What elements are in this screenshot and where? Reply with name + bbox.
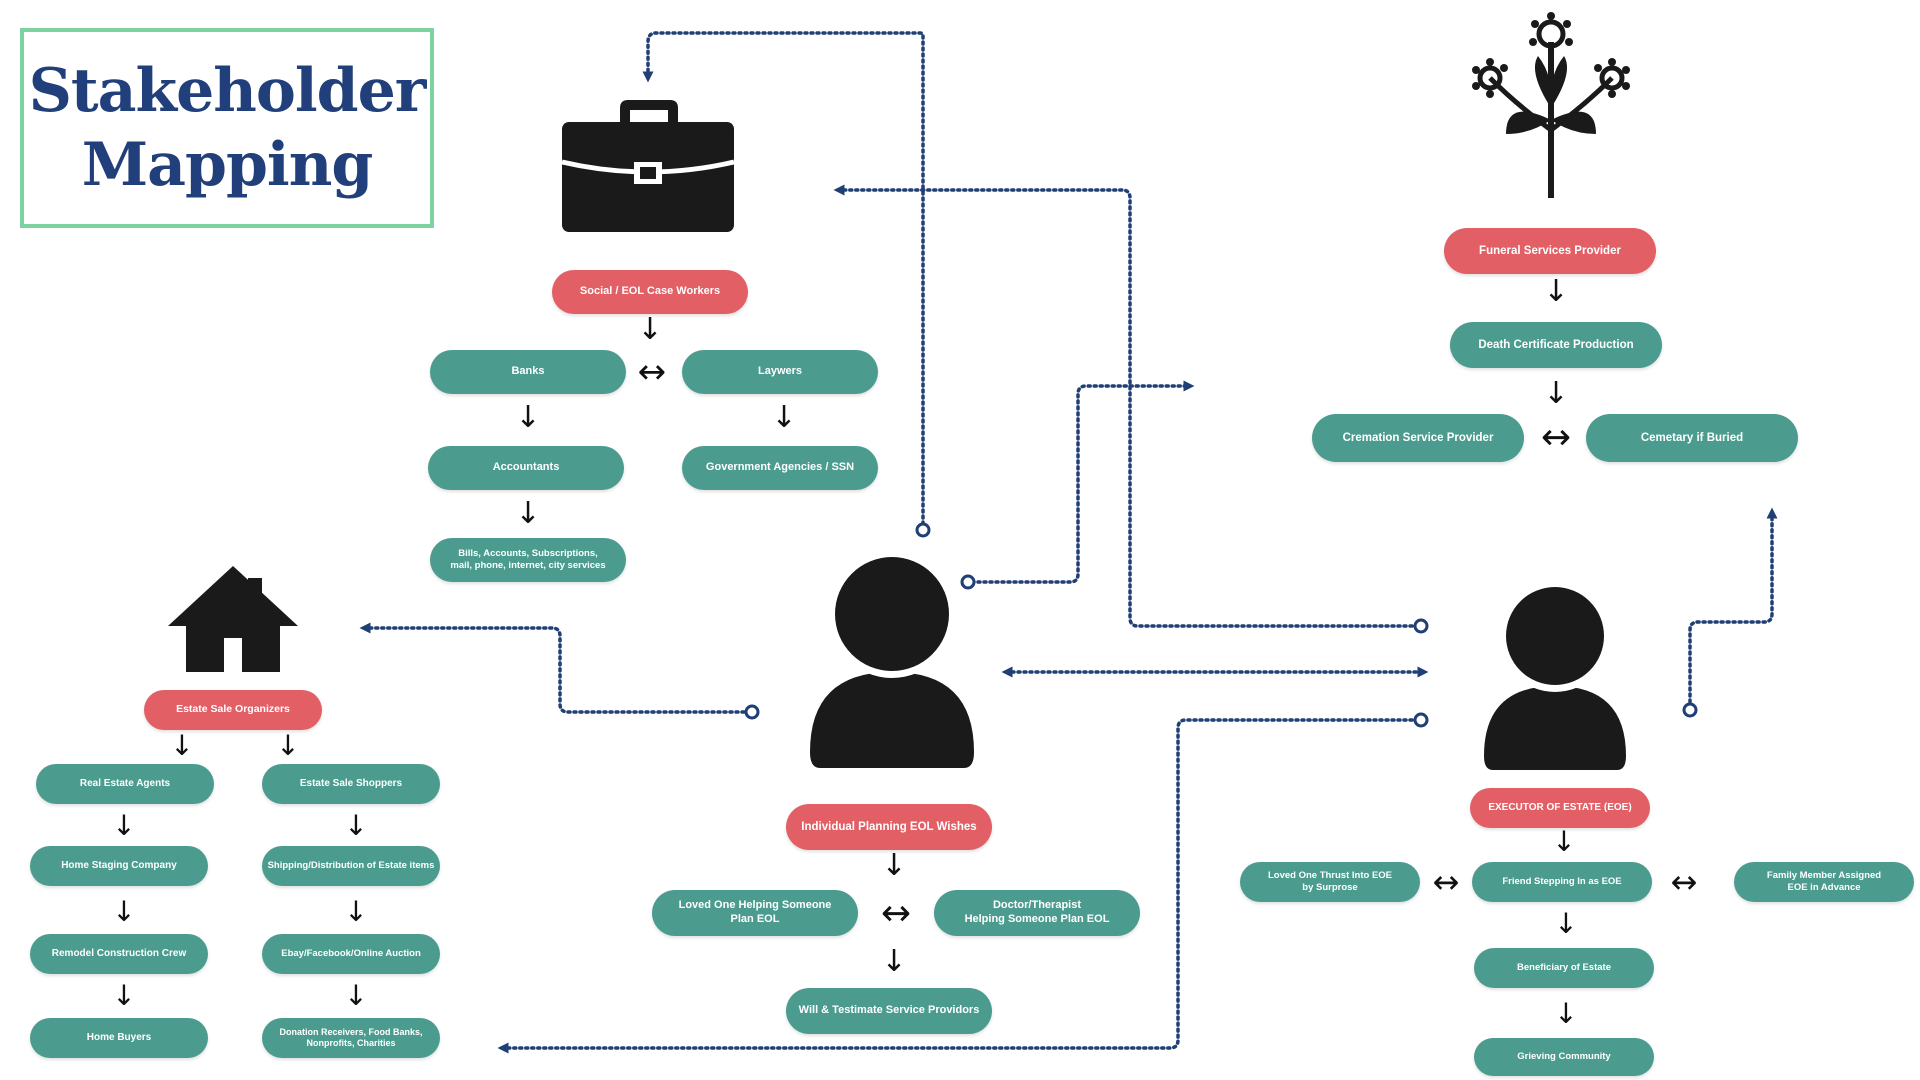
down-arrow-icon: ↓ xyxy=(344,809,368,842)
down-arrow-icon: ↓ xyxy=(637,312,663,347)
node-bills-accounts: Bills, Accounts, Subscriptions, mail, ph… xyxy=(430,538,626,582)
down-arrow-icon: ↓ xyxy=(1554,997,1578,1030)
node-banks: Banks xyxy=(430,350,626,394)
node-cemetery: Cemetary if Buried xyxy=(1586,414,1798,462)
node-beneficiary: Beneficiary of Estate xyxy=(1474,948,1654,988)
down-arrow-icon: ↓ xyxy=(881,848,907,883)
down-arrow-icon: ↓ xyxy=(1543,274,1569,309)
node-government-agencies: Government Agencies / SSN xyxy=(682,446,878,490)
node-real-estate-agents: Real Estate Agents xyxy=(36,764,214,804)
briefcase-icon xyxy=(561,100,735,232)
bidirectional-arrow-icon: ↔ xyxy=(880,893,912,934)
connector-origin xyxy=(744,704,760,720)
down-arrow-icon: ↓ xyxy=(771,400,797,435)
down-arrow-icon: ↓ xyxy=(515,496,541,531)
person-icon xyxy=(810,556,974,768)
node-grieving-community: Grieving Community xyxy=(1474,1038,1654,1076)
down-arrow-icon: ↓ xyxy=(276,729,300,762)
node-death-certificate: Death Certificate Production xyxy=(1450,322,1662,368)
connector-person1-to-funeral xyxy=(964,380,1195,584)
connector-origin xyxy=(1682,702,1698,718)
connector-executor-to-funeral xyxy=(1688,507,1778,710)
bidirectional-arrow-icon: ↔ xyxy=(637,352,667,392)
down-arrow-icon: ↓ xyxy=(112,979,136,1012)
node-doctor-therapist: Doctor/Therapist Helping Someone Plan EO… xyxy=(934,890,1140,936)
down-arrow-icon: ↓ xyxy=(170,729,194,762)
flower-icon xyxy=(1472,12,1630,198)
down-arrow-icon: ↓ xyxy=(1543,376,1569,411)
down-arrow-icon: ↓ xyxy=(344,895,368,928)
connector-origin xyxy=(1413,712,1429,728)
bidirectional-arrow-icon: ↔ xyxy=(1540,417,1572,458)
node-family-member-assigned: Family Member Assigned EOE in Advance xyxy=(1734,862,1914,902)
node-executor-of-estate: EXECUTOR OF ESTATE (EOE) xyxy=(1470,788,1650,828)
node-will-testimate: Will & Testimate Service Providors xyxy=(786,988,992,1034)
node-shipping-distribution: Shipping/Distribution of Estate items xyxy=(262,846,440,886)
down-arrow-icon: ↓ xyxy=(344,979,368,1012)
page-title-line-2: Mapping xyxy=(81,130,374,200)
down-arrow-icon: ↓ xyxy=(1554,907,1578,940)
connector-origin xyxy=(915,522,931,538)
node-home-buyers: Home Buyers xyxy=(30,1018,208,1058)
bidirectional-arrow-icon: ↔ xyxy=(1670,863,1698,901)
person-icon xyxy=(1484,586,1626,770)
node-estate-sale-shoppers: Estate Sale Shoppers xyxy=(262,764,440,804)
node-home-staging: Home Staging Company xyxy=(30,846,208,886)
down-arrow-icon: ↓ xyxy=(112,895,136,928)
down-arrow-icon: ↓ xyxy=(881,944,907,979)
house-icon xyxy=(168,566,298,672)
connector-person1-to-house xyxy=(359,622,752,714)
down-arrow-icon: ↓ xyxy=(112,809,136,842)
down-arrow-icon: ↓ xyxy=(1552,825,1576,858)
connector-person1-to-briefcase xyxy=(642,31,925,532)
node-estate-sale-organizers: Estate Sale Organizers xyxy=(144,690,322,730)
connector-origin xyxy=(960,574,976,590)
node-friend-stepping-in: Friend Stepping In as EOE xyxy=(1472,862,1652,902)
node-donation-receivers: Donation Receivers, Food Banks, Nonprofi… xyxy=(262,1018,440,1058)
node-loved-one-helping: Loved One Helping Someone Plan EOL xyxy=(652,890,858,936)
down-arrow-icon: ↓ xyxy=(515,400,541,435)
bidirectional-arrow-icon: ↔ xyxy=(1432,863,1460,901)
connector-executor-to-briefcase xyxy=(833,184,1420,628)
node-cremation-service: Cremation Service Provider xyxy=(1312,414,1524,462)
node-individual-planning: Individual Planning EOL Wishes xyxy=(786,804,992,850)
node-laywers: Laywers xyxy=(682,350,878,394)
connector-executor-to-will-area xyxy=(497,718,1420,1054)
node-social-case-workers: Social / EOL Case Workers xyxy=(552,270,748,314)
node-funeral-services: Funeral Services Provider xyxy=(1444,228,1656,274)
connector-origin xyxy=(1413,618,1429,634)
node-loved-one-thrust: Loved One Thrust Into EOE by Surprose xyxy=(1240,862,1420,902)
page-title-line-1: Stakeholder xyxy=(28,56,427,126)
node-remodel-crew: Remodel Construction Crew xyxy=(30,934,208,974)
title-frame: Stakeholder Mapping xyxy=(20,28,434,228)
node-accountants: Accountants xyxy=(428,446,624,490)
node-ebay-facebook: Ebay/Facebook/Online Auction xyxy=(262,934,440,974)
